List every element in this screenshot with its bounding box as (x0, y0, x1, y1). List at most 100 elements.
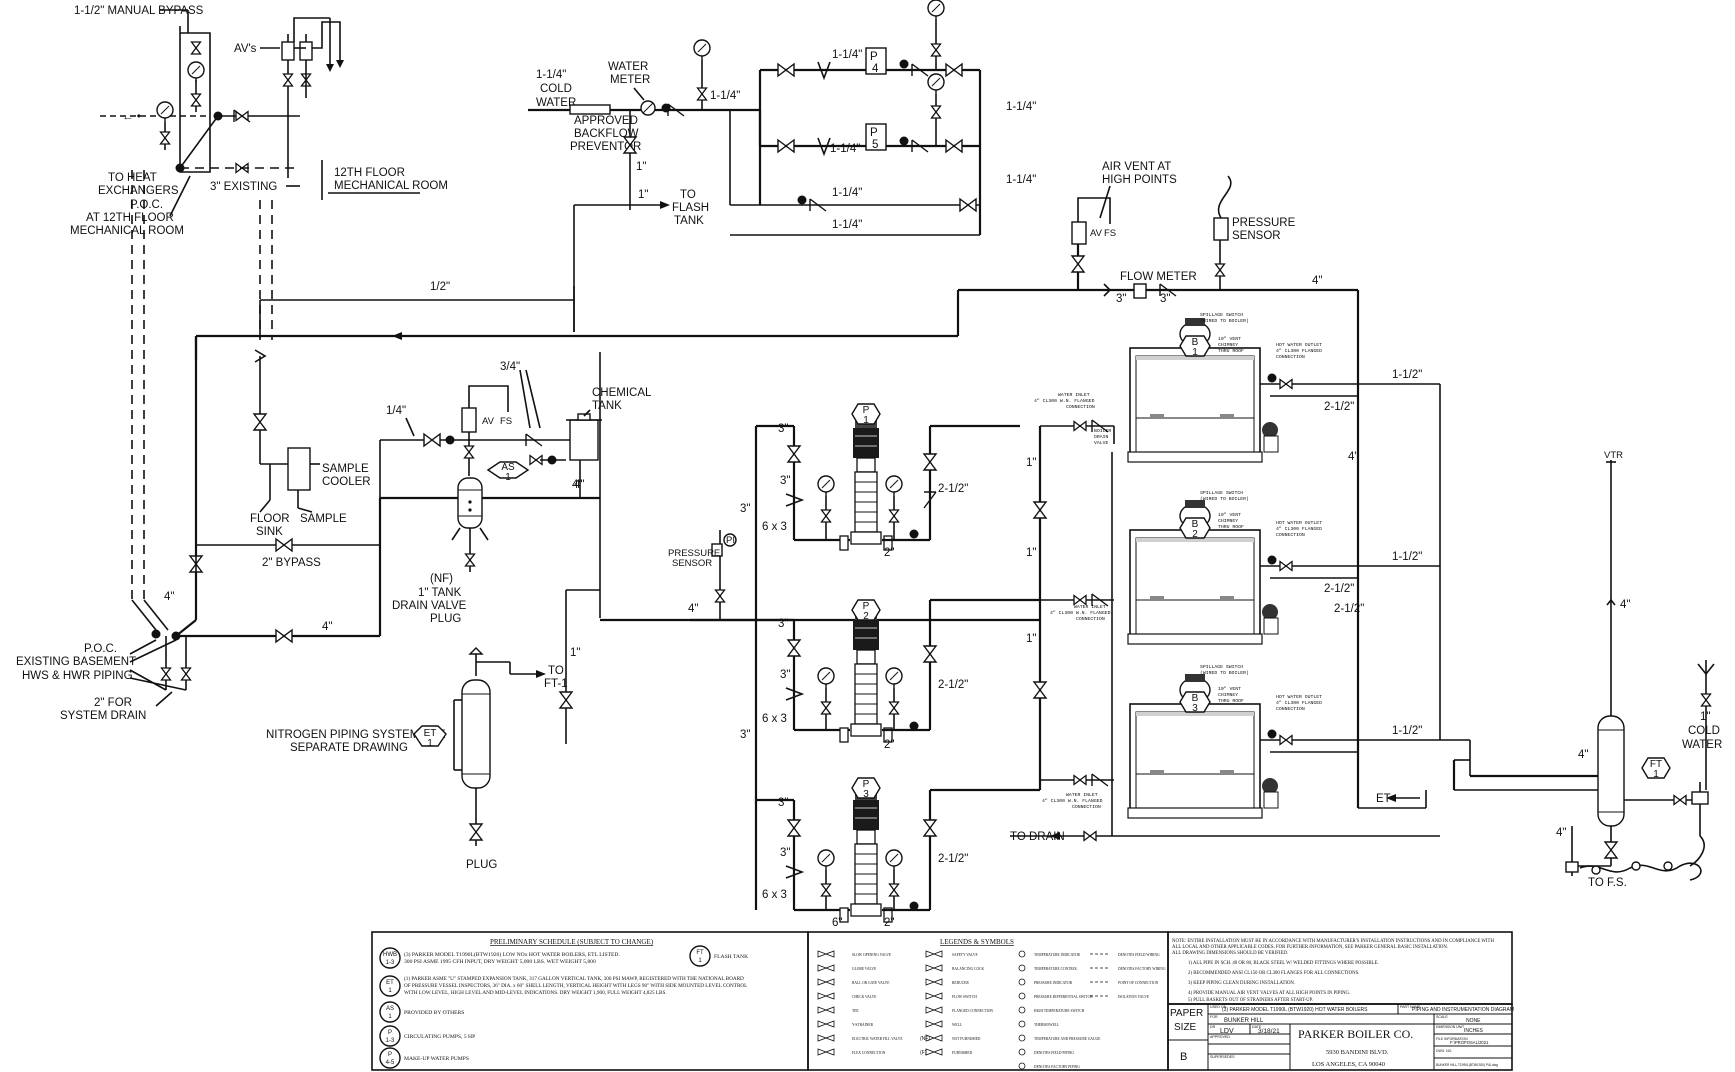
svg-text:BUNKER HILL: BUNKER HILL (1224, 1018, 1264, 1024)
svg-text:4": 4" (1578, 749, 1588, 761)
svg-text:EXCHANGERS: EXCHANGERS (98, 185, 179, 197)
legend-item: SLOW OPENING VALVE (817, 950, 892, 958)
svg-text:(3) PARKER MODEL T1990L (BTW19: (3) PARKER MODEL T1990L (BTW1920) HOT WA… (1222, 1007, 1368, 1013)
svg-text:2-1/2": 2-1/2" (938, 679, 968, 691)
svg-text:1": 1" (1700, 711, 1710, 723)
svg-text:CHIMNEY: CHIMNEY (1218, 342, 1238, 348)
svg-text:LOS ANGELES, CA 90040: LOS ANGELES, CA 90040 (1312, 1061, 1385, 1068)
svg-text:1-1/4": 1-1/4" (536, 69, 566, 81)
svg-text:10" VENT: 10" VENT (1218, 336, 1241, 342)
legend-label: DENOTES FACTORY PIPING (1034, 1065, 1080, 1069)
svg-text:2": 2" (884, 547, 894, 559)
svg-text:3": 3" (1116, 293, 1126, 305)
svg-text:AV: AV (1090, 228, 1103, 239)
svg-text:1-1/4": 1-1/4" (832, 49, 862, 61)
svg-text:ET: ET (1376, 793, 1391, 805)
svg-text:PART NAME: PART NAME (1400, 1005, 1421, 1009)
svg-text:3": 3" (740, 503, 750, 515)
legend-item: BALANCING COCK (925, 964, 984, 972)
svg-text:3": 3" (740, 729, 750, 741)
svg-text:SAMPLE: SAMPLE (300, 513, 347, 525)
svg-text:DRAIN: DRAIN (1094, 434, 1109, 440)
top-left-section: 1-1/2" MANUAL BYPASS ← • AV's (70, 5, 448, 631)
svg-text:FS: FS (500, 416, 512, 427)
legend-symbol-icon (925, 964, 943, 972)
svg-text:SEPARATE DRAWING: SEPARATE DRAWING (290, 742, 408, 754)
svg-text:4" CL300 W.N. FLANGED: 4" CL300 W.N. FLANGED (1034, 398, 1095, 404)
svg-text:1: 1 (388, 1014, 392, 1020)
legend-label: BALANCING COCK (952, 967, 984, 971)
legend-label: FLEX CONNECTION (852, 1051, 886, 1055)
svg-text:1" TANK: 1" TANK (418, 587, 462, 599)
legend-item: (NF)NOT FURNISHED (920, 1034, 981, 1042)
svg-text:VALVE: VALVE (1094, 440, 1109, 446)
svg-text:3": 3" (778, 618, 788, 630)
legend-label: DENOTES FACTORY WIRING (1118, 967, 1166, 971)
svg-text:WATER INLET: WATER INLET (1074, 604, 1106, 610)
svg-text:3": 3" (1160, 293, 1170, 305)
svg-text:TO: TO (680, 189, 696, 201)
svg-text:2": 2" (884, 917, 894, 929)
main-piping: 1/2" SAMPLE COOLER FLOOR SINK SAMPLE 2" … (16, 281, 1358, 744)
svg-text:AT 12TH FLOOR: AT 12TH FLOOR (86, 212, 174, 224)
expansion-tank: PLUG NITROGEN PIPING SYSTEM SEE SEPARATE… (266, 647, 511, 871)
svg-text:1-1/4": 1-1/4" (832, 219, 862, 231)
svg-text:NONE: NONE (1466, 1018, 1481, 1024)
legend-item: REDUCER (925, 978, 969, 986)
svg-text:PREVENTOR: PREVENTOR (570, 141, 641, 153)
svg-text:HOT WATER OUTLET: HOT WATER OUTLET (1276, 694, 1322, 700)
svg-text:TANK: TANK (592, 400, 622, 412)
svg-text:2": 2" (884, 739, 894, 751)
svg-text:PRELIMINARY SCHEDULE (SUBJECT: PRELIMINARY SCHEDULE (SUBJECT TO CHANGE) (490, 938, 654, 946)
svg-text:3) KEEP PIPING CLEAN DURING I: 3) KEEP PIPING CLEAN DURING INSTALLATION… (1188, 981, 1295, 986)
legend-label: FLOW SWITCH (952, 995, 977, 999)
svg-text:CIRCULATING PUMPS, 5 HP: CIRCULATING PUMPS, 5 HP (404, 1034, 475, 1040)
pump-p2: 3" 6 x 3 2" 2-1/2" P 2 (762, 598, 1040, 751)
legend-symbol-icon (817, 1034, 835, 1042)
svg-text:MECHANICAL ROOM: MECHANICAL ROOM (334, 180, 448, 192)
legend-item: DENOTES FACTORY WIRING (1090, 967, 1166, 971)
legend-label: Y-STRAINER (852, 1023, 874, 1027)
svg-text:4-5: 4-5 (386, 1060, 395, 1066)
svg-text:SPILLAGE SWITCH: SPILLAGE SWITCH (1200, 490, 1243, 496)
svg-text:SENSOR: SENSOR (1232, 230, 1281, 242)
svg-text:CONNECTION: CONNECTION (1066, 404, 1095, 410)
svg-text:PROVIDED BY OTHERS: PROVIDED BY OTHERS (404, 1010, 464, 1016)
svg-text:1-1/2": 1-1/2" (1392, 725, 1422, 737)
svg-text:4": 4" (572, 479, 582, 491)
svg-text:WATER INLET: WATER INLET (1066, 792, 1098, 798)
svg-text:5: 5 (872, 139, 878, 151)
svg-text:PLUG: PLUG (430, 613, 461, 625)
svg-text:4": 4" (1556, 827, 1566, 839)
svg-text:3": 3" (780, 669, 790, 681)
svg-text:1-1/4": 1-1/4" (830, 143, 860, 155)
legend-symbol-icon (817, 978, 835, 986)
legend-label: PRESSURE DIFFERENTIAL SWITCH (1034, 995, 1093, 999)
legend-item: HIGH TEMPERATURE SWITCH (1018, 1006, 1085, 1014)
svg-text:WATER: WATER (536, 97, 576, 109)
svg-text:B: B (1192, 693, 1199, 704)
svg-text:4": 4" (1348, 451, 1358, 463)
legend-symbol-icon (817, 1048, 835, 1056)
svg-text:4" CL300 FLANGED: 4" CL300 FLANGED (1276, 700, 1322, 706)
svg-text:P: P (388, 1052, 392, 1058)
avs-label: AV's (234, 43, 257, 55)
svg-text:P: P (863, 601, 870, 612)
svg-text:4" CL300 FLANGED: 4" CL300 FLANGED (1276, 348, 1322, 354)
svg-text:ALL DRAWING DIMENSIONS SHOULD: ALL DRAWING DIMENSIONS SHOULD BE VERIFIE… (1172, 951, 1288, 956)
svg-text:FLASH TANK: FLASH TANK (714, 954, 748, 960)
legend-symbol-icon (817, 964, 835, 972)
svg-text:1": 1" (1026, 457, 1036, 469)
legend-label: TEMPERATURE AND PRESSURE GAUGE (1034, 1037, 1101, 1041)
svg-text:ET: ET (424, 728, 437, 739)
svg-text:1: 1 (863, 415, 869, 426)
svg-text:MECHANICAL ROOM: MECHANICAL ROOM (70, 225, 184, 237)
legend-symbol-icon (1018, 1006, 1026, 1014)
svg-text:NOTE: ENTIRE INSTALLATION MUST: NOTE: ENTIRE INSTALLATION MUST BE IN ACC… (1172, 939, 1494, 944)
svg-text:2-1/2": 2-1/2" (1324, 401, 1354, 413)
svg-text:(WIRED TO BOILER): (WIRED TO BOILER) (1200, 318, 1249, 324)
svg-text:TO: TO (548, 665, 564, 677)
legend-item: Y-STRAINER (817, 1020, 874, 1028)
svg-text:3: 3 (863, 789, 869, 800)
svg-text:THRU ROOF: THRU ROOF (1218, 524, 1244, 530)
